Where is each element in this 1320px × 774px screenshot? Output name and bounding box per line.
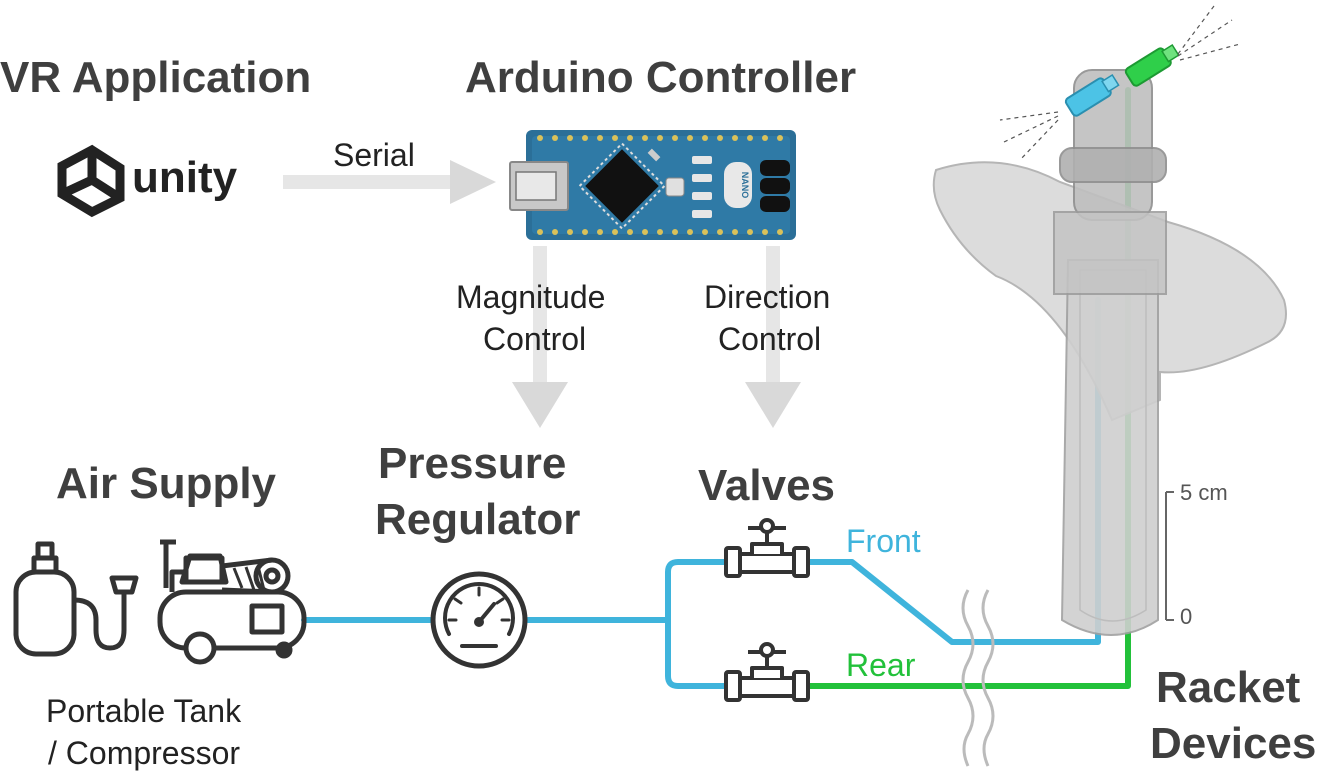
pressure-regulator-heading-line2: Regulator — [375, 495, 580, 544]
portable-tank-label-line2: / Compressor — [48, 735, 240, 771]
racket-devices-heading-line1: Racket — [1156, 663, 1301, 712]
pressure-gauge-icon — [430, 571, 528, 669]
direction-control-label-line2: Control — [718, 321, 821, 357]
portable-tank-label-line1: Portable Tank — [46, 693, 242, 729]
valves-heading: Valves — [698, 461, 835, 510]
scale-top-label: 5 cm — [1180, 480, 1228, 505]
serial-arrow — [283, 160, 496, 204]
scale-bottom-label: 0 — [1180, 604, 1192, 629]
racket-device-icon — [932, 5, 1287, 636]
rear-valve-icon — [724, 642, 810, 702]
direction-arrow — [745, 246, 801, 428]
scale-bar — [1165, 491, 1174, 621]
arduino-controller-heading: Arduino Controller — [465, 53, 856, 102]
rear-line-label: Rear — [846, 647, 916, 683]
serial-label: Serial — [333, 137, 415, 173]
air-supply-heading: Air Supply — [56, 459, 277, 508]
arduino-nano-icon: NANO — [509, 130, 796, 240]
line-break-icon — [961, 589, 995, 767]
unity-label: unity — [132, 153, 238, 202]
nano-chip-label: NANO — [740, 172, 750, 199]
front-line-label: Front — [846, 523, 921, 559]
gas-tank-icon — [13, 541, 139, 657]
magnitude-arrow — [512, 246, 568, 428]
pressure-regulator-heading-line1: Pressure — [378, 439, 566, 488]
unity-logo-icon: unity — [57, 144, 238, 218]
magnitude-control-label-line2: Control — [483, 321, 586, 357]
air-compressor-icon — [157, 539, 307, 665]
front-valve-icon — [724, 518, 810, 578]
direction-control-label-line1: Direction — [704, 279, 830, 315]
magnitude-control-label-line1: Magnitude — [456, 279, 605, 315]
racket-devices-heading-line2: Devices — [1150, 719, 1316, 768]
vr-application-heading: VR Application — [0, 53, 311, 102]
